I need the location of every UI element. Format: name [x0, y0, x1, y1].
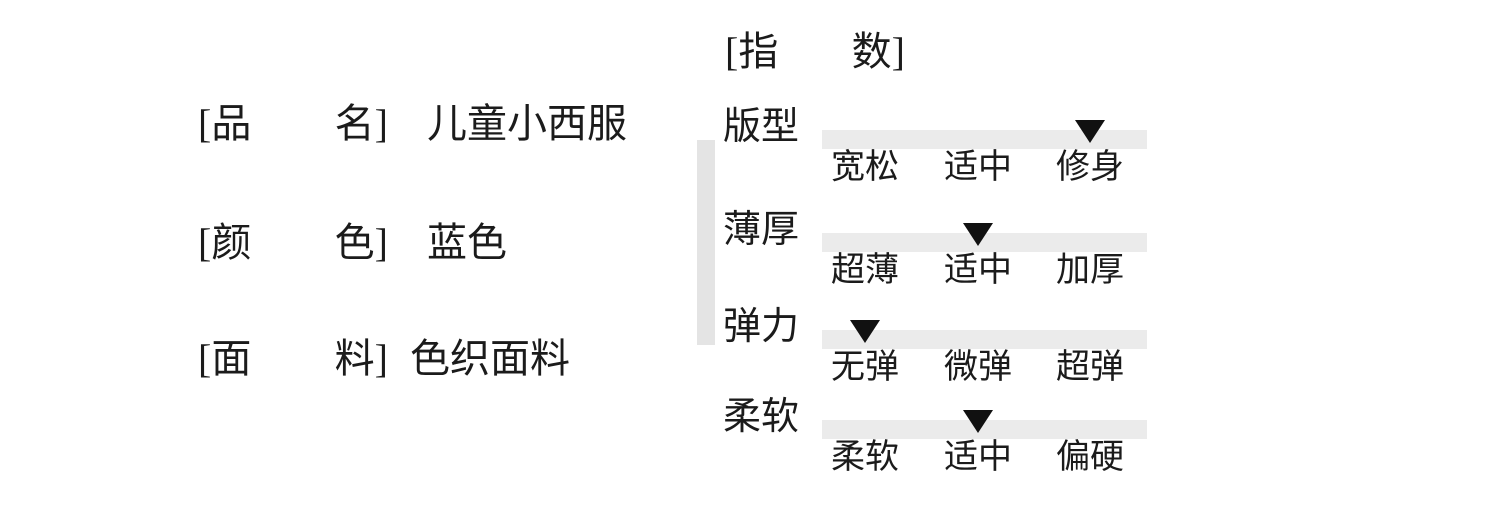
- index-row-softness: 柔软 柔软 适中 偏硬: [0, 393, 1500, 488]
- scale-option: 超薄: [831, 252, 899, 289]
- spec-value: 儿童小西服: [427, 101, 627, 146]
- spec-label-open: [品: [198, 101, 252, 146]
- spec-row-fabric: [面 料] 色织面料: [0, 335, 700, 383]
- index-row-elasticity: 弹力 无弹 微弹 超弹: [0, 303, 1500, 398]
- index-row-fit: 版型 宽松 适中 修身: [0, 103, 1500, 198]
- spec-label: [品 名]: [198, 100, 388, 148]
- vertical-divider-bar: [697, 140, 715, 345]
- triangle-down-icon: [850, 320, 880, 343]
- spec-label: [颜 色]: [198, 219, 388, 267]
- scale-bar: [822, 130, 1147, 149]
- scale-option: 适中: [944, 252, 1012, 289]
- scale-option: 加厚: [1056, 252, 1124, 289]
- scale-option: 超弹: [1056, 349, 1124, 386]
- index-row-name: 弹力: [723, 306, 800, 348]
- spec-label-open: [面: [198, 336, 252, 381]
- scale-option: 偏硬: [1056, 439, 1124, 476]
- triangle-down-icon: [1075, 120, 1105, 143]
- spec-label-close: 色]: [334, 220, 388, 265]
- spec-label: [面 料]: [198, 335, 388, 383]
- index-section-title: [指 数]: [725, 28, 905, 76]
- spec-value: 蓝色: [427, 220, 507, 265]
- index-row-thickness: 薄厚 超薄 适中 加厚: [0, 206, 1500, 301]
- spec-label-close: 名]: [334, 101, 388, 146]
- index-row-name: 薄厚: [723, 209, 800, 251]
- spec-label-close: 料]: [334, 336, 388, 381]
- spec-label-open: [颜: [198, 220, 252, 265]
- index-title-close: 数]: [851, 29, 905, 74]
- spec-value: 色织面料: [410, 336, 570, 381]
- scale-option: 宽松: [831, 149, 899, 186]
- scale-option: 微弹: [944, 349, 1012, 386]
- scale-option: 适中: [944, 439, 1012, 476]
- index-title-open: [指: [725, 29, 779, 74]
- scale-option: 适中: [944, 149, 1012, 186]
- triangle-down-icon: [963, 223, 993, 246]
- triangle-down-icon: [963, 410, 993, 433]
- scale-option: 柔软: [831, 439, 899, 476]
- scale-option: 修身: [1056, 149, 1124, 186]
- scale-option: 无弹: [831, 349, 899, 386]
- scale-bar: [822, 330, 1147, 349]
- index-row-name: 版型: [723, 106, 800, 148]
- spec-row-color: [颜 色] 蓝色: [0, 219, 700, 267]
- spec-row-product-name: [品 名] 儿童小西服: [0, 100, 700, 148]
- index-row-name: 柔软: [723, 396, 800, 438]
